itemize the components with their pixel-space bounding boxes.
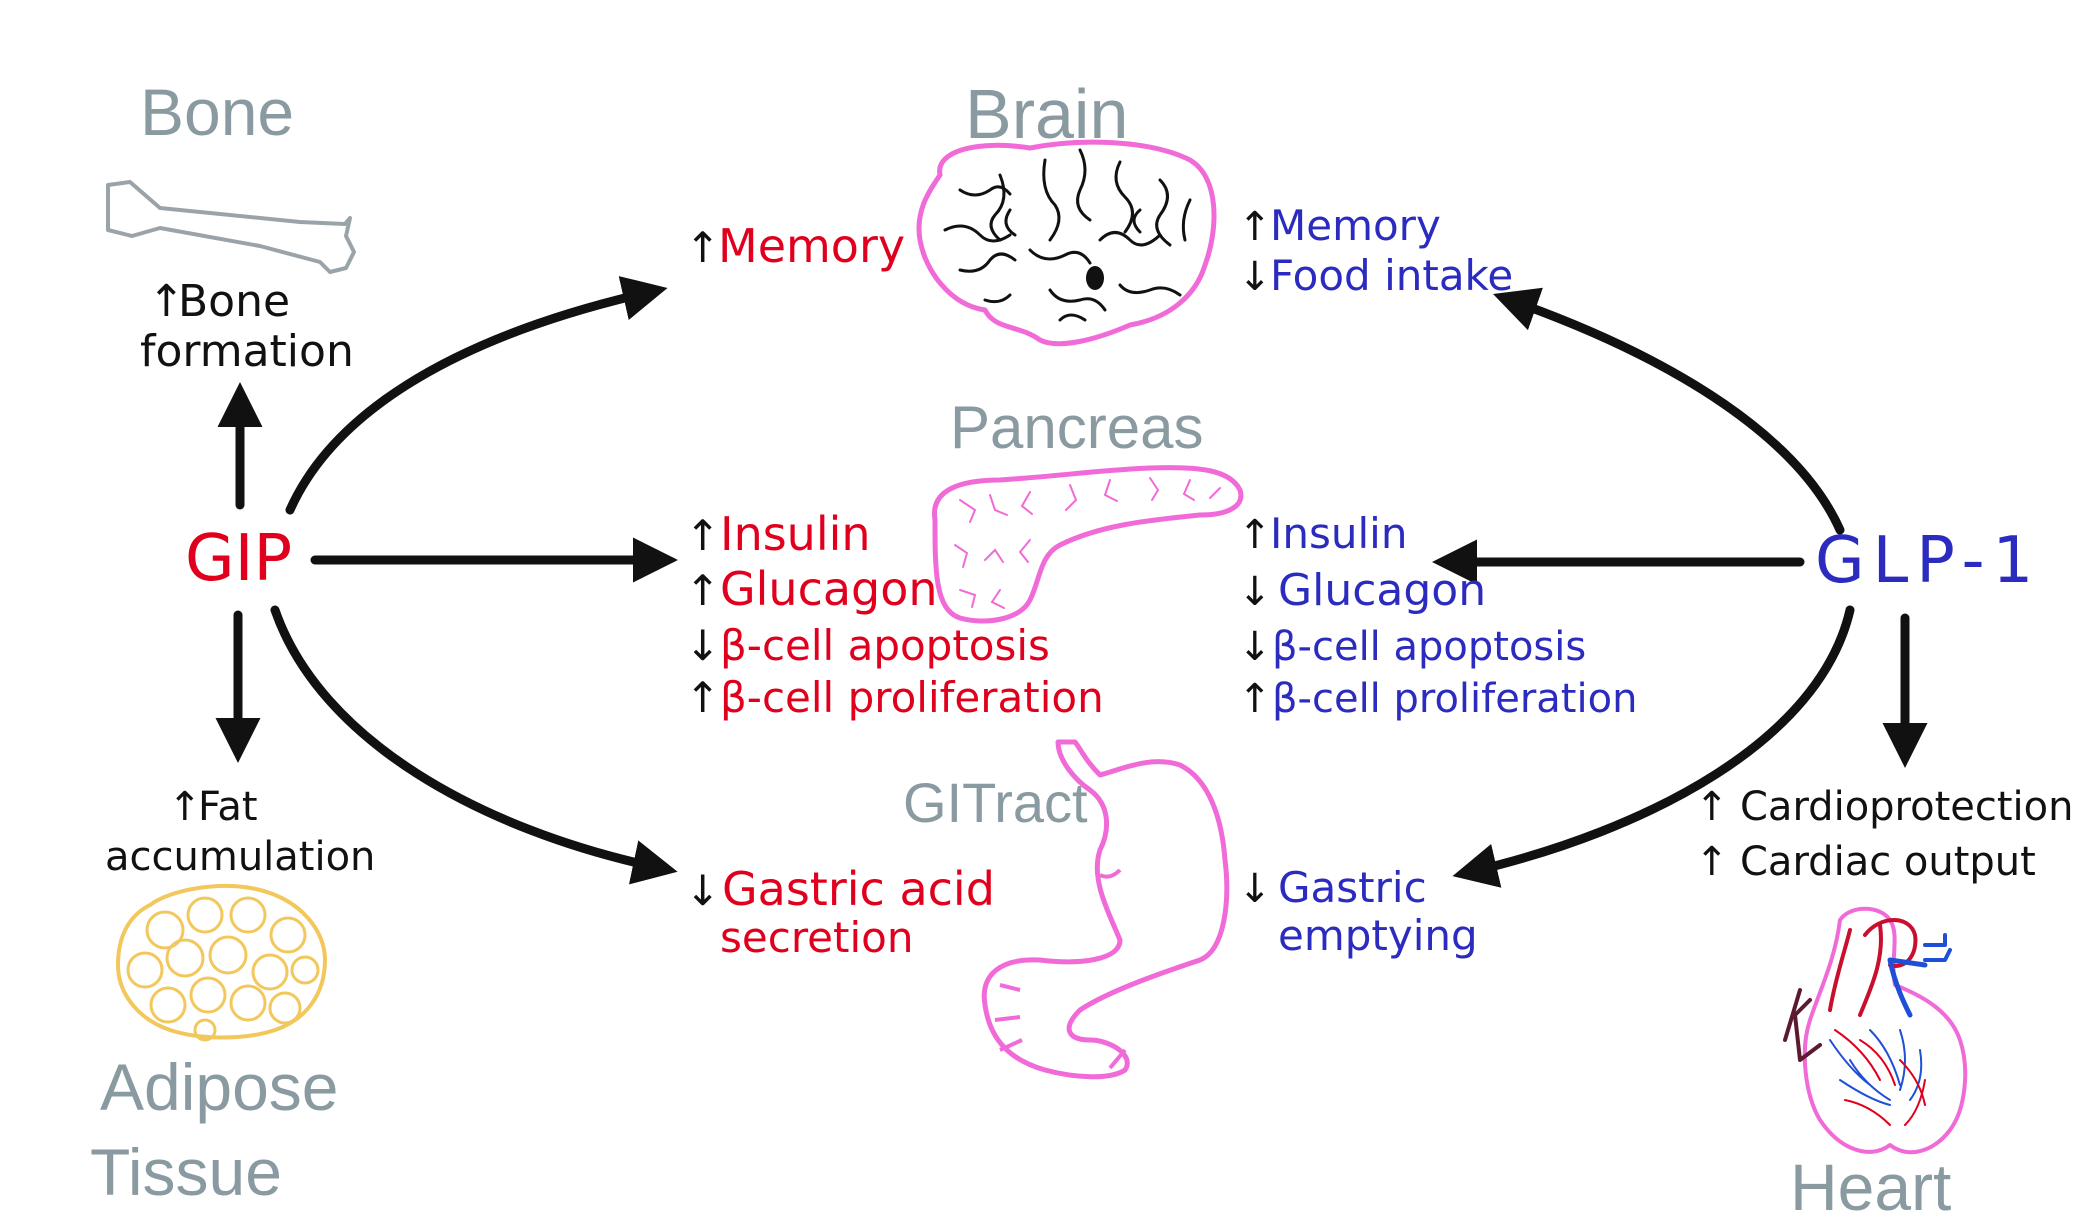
gip-pancreas-effects: ↑ Insulin ↑ Glucagon ↓ β-cell apoptosis …: [685, 507, 1104, 722]
gip-gi-text-1: Gastric acid: [722, 862, 995, 916]
glp1-brain-text-1: Memory: [1270, 201, 1441, 250]
glp1-heart-effects: ↑ Cardioprotection ↑ Cardiac output: [1695, 784, 2074, 885]
gip-bone-effect: ↑ Bone formation: [140, 276, 354, 377]
gip-pancreas-text-3: β-cell apoptosis: [720, 621, 1050, 670]
dir-up-icon: ↑: [685, 223, 720, 272]
dir-up-icon: ↑: [1238, 204, 1272, 250]
glp1-heart-text-1: Cardioprotection: [1740, 784, 2074, 830]
dir-down-icon: ↓: [1238, 624, 1272, 670]
glp1-brain-effects: ↑ Memory ↓ Food intake: [1238, 201, 1513, 300]
dir-down-icon: ↓: [685, 866, 720, 915]
arrows: [215, 276, 1928, 888]
glp1-gi-text-1: Gastric: [1278, 863, 1427, 912]
dir-up-icon: ↑: [685, 566, 720, 615]
dir-down-icon: ↓: [1238, 569, 1272, 615]
glp1-pancreas-text-3: β-cell apoptosis: [1272, 624, 1586, 670]
dir-up-icon: ↑: [1238, 512, 1272, 558]
glp1-pancreas-text-2: Glucagon: [1278, 565, 1486, 616]
organ-label-adipose: Adipose: [100, 1050, 339, 1124]
adipose-illustration: [115, 883, 328, 1042]
glp1-gi-text-2: emptying: [1278, 911, 1478, 960]
stomach-illustration: [981, 739, 1230, 1080]
organ-label-pancreas: Pancreas: [950, 394, 1203, 461]
arrow-gip-to-brain: [285, 276, 668, 515]
glp1-brain-text-2: Food intake: [1270, 251, 1513, 300]
gip-gi-text-2: secretion: [720, 913, 913, 962]
arrow-glp1-to-gi: [1452, 605, 1855, 888]
arrow-gip-to-gi: [270, 605, 678, 885]
gip-fat-effect: ↑ Fat accumulation: [105, 784, 375, 880]
dir-up-icon: ↑: [1238, 676, 1272, 722]
bone-illustration: [106, 180, 356, 274]
dir-up-icon: ↑: [148, 276, 185, 327]
organ-label-tissue: Tissue: [90, 1135, 282, 1209]
hub-gip: GIP: [185, 522, 292, 596]
gip-pancreas-text-4: β-cell proliferation: [720, 673, 1104, 722]
gip-pancreas-text-1: Insulin: [720, 507, 871, 561]
pancreas-illustration: [931, 465, 1244, 624]
organ-label-heart: Heart: [1790, 1150, 1951, 1224]
glp1-gi-effect: ↓ Gastric emptying: [1238, 863, 1478, 960]
glp1-heart-text-2: Cardiac output: [1740, 839, 2036, 885]
dir-up-icon: ↑: [1695, 839, 1729, 885]
gip-brain-text: Memory: [718, 219, 905, 273]
gip-brain-effect: ↑ Memory: [685, 219, 905, 273]
gip-fat-text-1: Fat: [198, 784, 258, 830]
dir-up-icon: ↑: [1695, 784, 1729, 830]
dir-up-icon: ↑: [168, 784, 202, 830]
glp1-pancreas-text-4: β-cell proliferation: [1272, 676, 1637, 722]
glp1-pancreas-text-1: Insulin: [1270, 509, 1407, 558]
dir-up-icon: ↑: [685, 673, 720, 722]
dir-down-icon: ↓: [1238, 866, 1272, 912]
glp1-pancreas-effects: ↑ Insulin ↓ Glucagon ↓ β-cell apoptosis …: [1238, 509, 1637, 722]
dir-up-icon: ↑: [685, 511, 720, 560]
heart-illustration: [1783, 906, 1968, 1155]
organ-label-gi-tract: GITract: [903, 771, 1088, 834]
gip-bone-text-1: Bone: [178, 276, 290, 327]
gip-fat-text-2: accumulation: [105, 834, 375, 880]
hub-glp1: GLP-1: [1815, 524, 2041, 598]
gip-bone-text-2: formation: [140, 326, 354, 377]
dir-down-icon: ↓: [685, 621, 720, 670]
gip-pancreas-text-2: Glucagon: [720, 562, 938, 616]
dir-down-icon: ↓: [1238, 254, 1272, 300]
gip-gi-effect: ↓ Gastric acid secretion: [685, 862, 995, 962]
arrow-glp1-to-brain: [1493, 287, 1845, 535]
organ-label-bone: Bone: [140, 75, 294, 149]
brain-illustration: [916, 139, 1217, 347]
